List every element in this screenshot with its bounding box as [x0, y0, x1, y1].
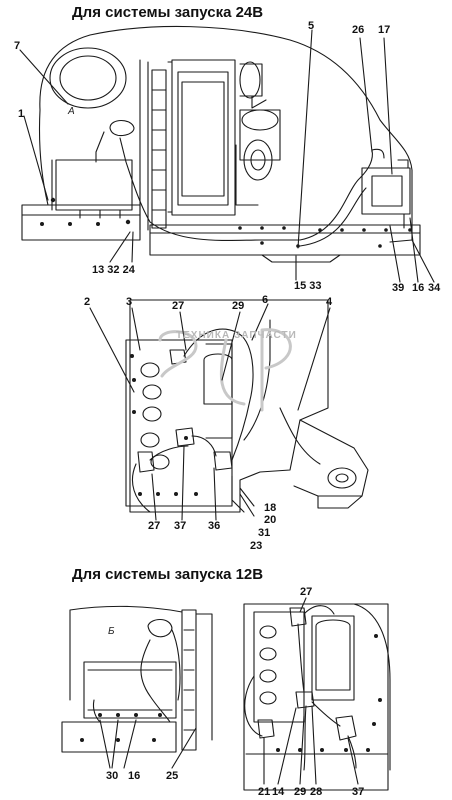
- engine-compartment-24v: [19, 25, 435, 283]
- callout-27-12v: 27: [300, 586, 313, 598]
- callout-1: 1: [18, 108, 25, 120]
- callout-21: 21: [258, 786, 271, 798]
- callout-13-32-24: 13 32 24: [92, 264, 135, 276]
- callout-34: 34: [428, 282, 441, 294]
- callout-20: 20: [264, 514, 277, 526]
- callout-25: 25: [166, 770, 179, 782]
- callout-27: 27: [172, 300, 185, 312]
- callout-18: 18: [264, 502, 277, 514]
- callout-36: 36: [208, 520, 221, 532]
- callout-37: 37: [174, 520, 187, 532]
- battery-view-12v: [243, 597, 391, 791]
- callout-15-33: 15 33: [294, 280, 322, 292]
- callout-37-12v: 37: [352, 786, 365, 798]
- view-a-marker: A: [68, 106, 75, 117]
- callout-4: 4: [326, 296, 333, 308]
- callout-31: 31: [258, 527, 271, 539]
- callout-27b: 27: [148, 520, 161, 532]
- callout-5: 5: [308, 20, 315, 32]
- watermark: ТЕХНИКА ЗАПЧАСТИ: [176, 330, 297, 341]
- callout-17: 17: [378, 24, 391, 36]
- callout-29: 29: [232, 300, 245, 312]
- callout-28: 28: [310, 786, 323, 798]
- callout-6: 6: [262, 294, 269, 306]
- battery-view-a: [89, 299, 369, 521]
- callout-16: 16: [412, 282, 425, 294]
- callout-39: 39: [392, 282, 405, 294]
- callout-29-12v: 29: [294, 786, 307, 798]
- heading-12v-system: Для системы запуска 12В: [72, 566, 264, 583]
- callout-2: 2: [84, 296, 91, 308]
- view-b-marker: Б: [108, 626, 115, 637]
- callout-30: 30: [106, 770, 119, 782]
- callout-14: 14: [272, 786, 285, 798]
- callout-23: 23: [250, 540, 263, 552]
- callout-7: 7: [14, 40, 21, 52]
- callout-26: 26: [352, 24, 365, 36]
- heading-24v-system: Для системы запуска 24В: [72, 4, 264, 21]
- engine-compartment-12v: [61, 605, 213, 769]
- callout-3: 3: [126, 296, 133, 308]
- callout-16-12v: 16: [128, 770, 141, 782]
